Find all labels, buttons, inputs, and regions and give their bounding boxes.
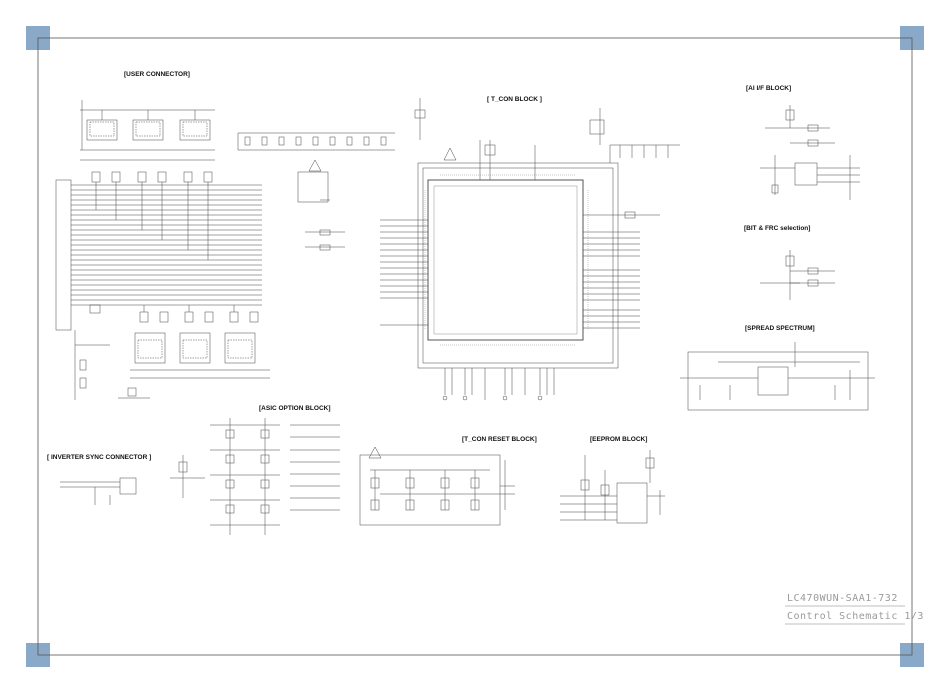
label-ai-if-block: [AI I/F BLOCK] <box>746 85 792 92</box>
bit-frc-circuit <box>760 250 835 300</box>
sheet-frame <box>37 37 913 656</box>
t-con-reset-circuit <box>359 446 515 526</box>
label-t-con-block: [ T_CON BLOCK ] <box>487 96 542 103</box>
asic-option-circuit <box>170 418 340 535</box>
label-spread-spectrum: [SPREAD SPECTRUM] <box>745 325 815 332</box>
label-eeprom-block: [EEPROM BLOCK] <box>590 436 648 443</box>
spread-spectrum-circuit <box>680 342 875 411</box>
label-t-con-reset-block: [T_CON RESET BLOCK] <box>462 436 537 443</box>
eeprom-circuit <box>560 450 665 524</box>
inverter-sync-circuit <box>60 477 137 505</box>
title-block-model: LC470WUN-SAA1-732 <box>787 593 898 604</box>
user-connector-circuit <box>55 100 395 400</box>
title-block-subtitle: Control Schematic 1/3 <box>787 611 924 622</box>
label-user-connector: [USER CONNECTOR] <box>124 71 190 78</box>
ai-if-circuit <box>760 105 860 200</box>
label-bit-frc-selection: [BIT & FRC selection] <box>744 225 811 232</box>
t-con-circuit <box>380 98 680 401</box>
label-asic-option-block: [ASIC OPTION BLOCK] <box>259 405 331 412</box>
label-inverter-sync-connector: [ INVERTER SYNC CONNECTOR ] <box>47 454 152 461</box>
